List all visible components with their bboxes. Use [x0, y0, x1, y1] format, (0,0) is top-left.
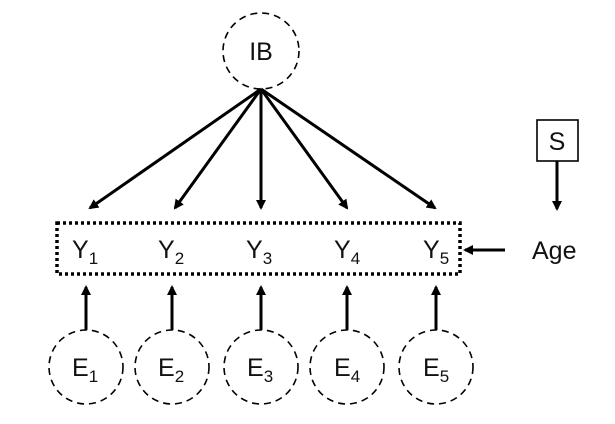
e1-node: E1: [48, 329, 124, 405]
y4-label: Y4: [334, 236, 360, 268]
age-label: Age: [532, 237, 576, 265]
ib-label: IB: [249, 38, 273, 66]
e3-node: E3: [223, 329, 299, 405]
y5-label: Y5: [423, 236, 449, 268]
observed-variables: Y1 Y2 Y3 Y4 Y5: [72, 236, 449, 268]
arrow-ib-y5: [260, 87, 437, 210]
arrow-ib-y1: [88, 87, 262, 210]
loading-arrows: [88, 87, 437, 210]
y3-label: Y3: [246, 236, 272, 268]
error-arrows: [81, 285, 441, 330]
ib-node: IB: [222, 12, 300, 90]
e4-label: E4: [334, 354, 360, 386]
y2-label: Y2: [158, 236, 184, 268]
s-label: S: [549, 128, 566, 156]
e2-node: E2: [134, 329, 210, 405]
e1-label: E1: [72, 354, 98, 386]
e3-label: E3: [247, 354, 273, 386]
e4-node: E4: [309, 329, 385, 405]
error-nodes: E1 E2 E3 E4 E5: [48, 329, 474, 405]
e5-label: E5: [423, 354, 449, 386]
s-node: S: [536, 119, 579, 162]
y1-label: Y1: [72, 236, 98, 268]
observed-block: [55, 221, 462, 276]
arrow-ib-y2: [173, 88, 263, 210]
arrow-ib-y4: [259, 88, 349, 210]
e2-label: E2: [158, 354, 184, 386]
e5-node: E5: [398, 329, 474, 405]
